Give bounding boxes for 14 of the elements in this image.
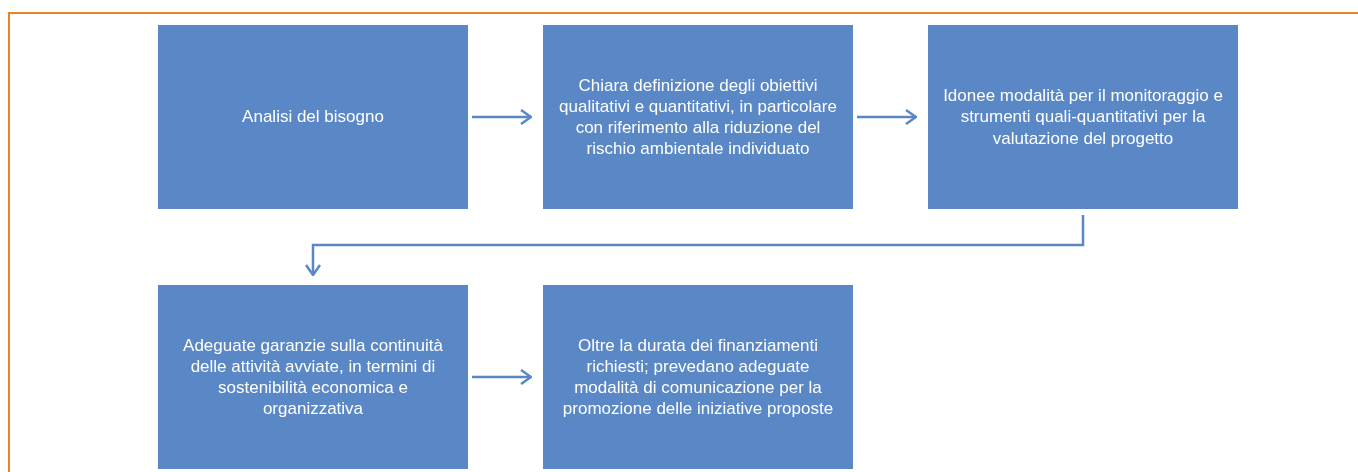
arrow	[304, 215, 1085, 277]
arrow	[472, 108, 533, 126]
process-box	[158, 285, 468, 469]
process-box	[543, 285, 853, 469]
process-box	[158, 25, 468, 209]
process-box	[543, 25, 853, 209]
box-text: Idonee modalità per il monitoraggio e strumenti quali-quantitativi per la valutazione del progetto	[942, 85, 1224, 149]
process-box	[928, 25, 1238, 209]
box-text: Adeguate garanzie sulla continuità delle attività avviate, in termini di sostenibilità economica e organizzativa	[182, 334, 444, 420]
box-text: Analisi del bisogno	[242, 106, 384, 128]
arrow	[857, 108, 918, 126]
arrow	[472, 368, 533, 386]
box-text: Chiara definizione degli obiettivi qualitativi e quantitativi, in particolare con riferimento alla riduzione del rischio ambientale individuato	[558, 74, 838, 160]
box-text: Oltre la durata dei finanziamenti richiesti; prevedano adeguate modalità di comunicazione per la promozione delle iniziative proposte	[561, 334, 835, 420]
